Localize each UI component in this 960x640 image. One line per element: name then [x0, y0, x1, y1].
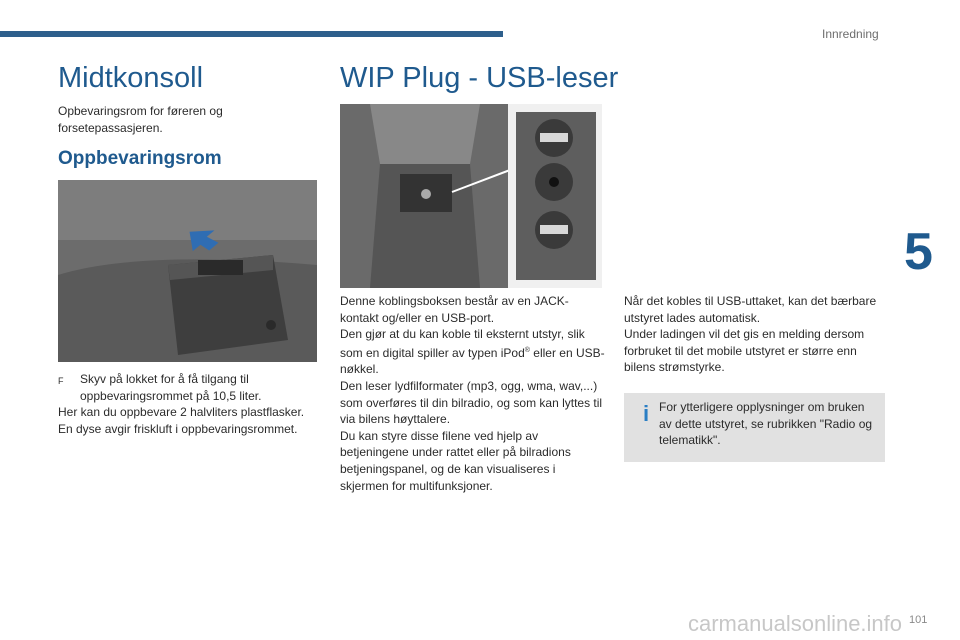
info-text: For ytterligere opplysninger om bruken a…	[659, 400, 873, 448]
usb-para-1: Denne koblingsboksen består av en JACK-k…	[340, 294, 569, 325]
charging-para-2: Under ladingen vil det gis en melding de…	[624, 327, 865, 375]
page-title-wip-plug: WIP Plug - USB-leser	[340, 62, 619, 94]
usb-reader-image	[340, 104, 602, 288]
info-icon: i	[642, 401, 650, 426]
intro-text: Opbevaringsrom for føreren og forsetepas…	[58, 104, 223, 135]
storage-notes: Her kan du oppbevare 2 halvliters plastf…	[58, 404, 318, 437]
watermark: carmanualsonline.info	[688, 611, 903, 636]
bullet-text: Skyv på lokket for å få tilgang til oppb…	[80, 372, 262, 403]
bullet-marker: F	[58, 376, 64, 386]
page-title-midtkonsoll: Midtkonsoll	[58, 62, 204, 94]
usb-para-4: Du kan styre disse filene ved hjelp av b…	[340, 428, 571, 493]
chapter-number: 5	[904, 223, 933, 281]
charging-description: Når det kobles til USB-uttaket, kan det …	[624, 293, 889, 376]
section-name: Innredning	[822, 27, 879, 41]
header-bar	[0, 31, 503, 37]
charging-para-1: Når det kobles til USB-uttaket, kan det …	[624, 294, 877, 325]
storage-note-bottles: Her kan du oppbevare 2 halvliters plastf…	[58, 405, 305, 419]
usb-para-3: Den leser lydfilformater (mp3, ogg, wma,…	[340, 378, 603, 427]
info-box: i For ytterligere opplysninger om bruken…	[624, 393, 885, 462]
storage-note-air: En dyse avgir friskluft i oppbevaringsro…	[58, 421, 298, 436]
center-console-image	[58, 180, 317, 362]
bullet-item: F Skyv på lokket for å få tilgang til op…	[58, 371, 308, 404]
usb-description: Denne koblingsboksen består av en JACK-k…	[340, 293, 605, 494]
page-number: 101	[909, 614, 928, 626]
usb-para-2: Den gjør at du kan koble til eksternt ut…	[340, 327, 605, 377]
subheading-storage: Oppbevaringsrom	[58, 148, 222, 169]
